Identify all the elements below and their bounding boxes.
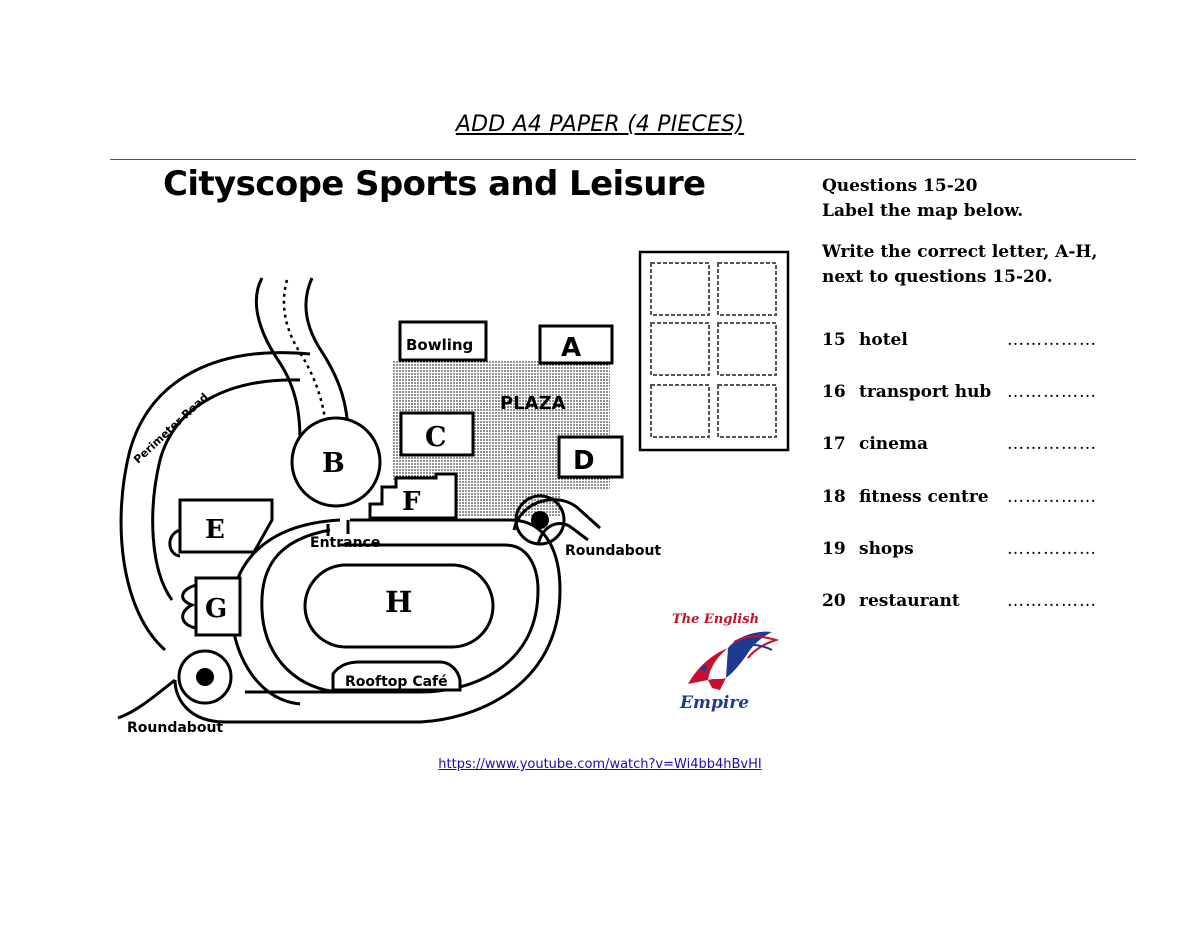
label-plaza: PLAZA: [500, 393, 566, 414]
logo-text-bottom: Empire: [679, 693, 749, 713]
main-loop-outer: [173, 518, 562, 724]
letter-f: F: [402, 487, 421, 517]
eagle-icon: [688, 631, 780, 690]
question-item: 16 transport hub ……………: [822, 382, 1122, 406]
roundabout-left: [196, 668, 214, 686]
youtube-link[interactable]: https://www.youtube.com/watch?v=Wi4bb4hB…: [438, 757, 762, 772]
question-number: 16: [822, 382, 846, 402]
questions-instruction-line2: next to questions 15-20.: [822, 267, 1053, 287]
questions-heading: Questions 15-20: [822, 176, 978, 196]
campus-map: Bowling A B C D E F G H PLAZA Perimeter …: [117, 250, 790, 736]
answer-blank[interactable]: ……………: [1007, 539, 1097, 559]
question-text: fitness centre: [859, 487, 989, 507]
page-title: ADD A4 PAPER (4 PIECES): [455, 112, 745, 137]
questions-intro: Questions 15-20 Label the map below. Wri…: [822, 174, 1097, 290]
letter-d: D: [573, 446, 595, 476]
answer-blank[interactable]: ……………: [1007, 434, 1097, 454]
label-entrance: Entrance: [310, 535, 380, 551]
question-text: hotel: [859, 330, 908, 350]
building-c: [399, 411, 475, 457]
building-b: [290, 416, 382, 508]
question-number: 19: [822, 539, 846, 559]
question-text: restaurant: [859, 591, 960, 611]
answer-blank[interactable]: ……………: [1007, 487, 1097, 507]
label-bowling: Bowling: [406, 336, 473, 354]
question-text: transport hub: [859, 382, 992, 402]
question-number: 17: [822, 434, 846, 454]
building-rooftop-cafe: [331, 660, 462, 692]
building-e: [178, 498, 274, 554]
label-roundabout-left: Roundabout: [127, 720, 223, 736]
logo-text-top: The English: [672, 612, 759, 627]
question-item: 20 restaurant ……………: [822, 591, 1122, 615]
answer-blank[interactable]: ……………: [1007, 382, 1097, 402]
letter-h: H: [385, 585, 412, 619]
questions-instruction-line1: Write the correct letter, A-H,: [822, 242, 1098, 262]
question-number: 18: [822, 487, 846, 507]
building-f: [368, 472, 458, 520]
question-number: 20: [822, 591, 846, 611]
label-rooftop-cafe: Rooftop Café: [345, 674, 448, 690]
question-text: shops: [859, 539, 914, 559]
building-h: [303, 563, 495, 649]
question-number: 15: [822, 330, 846, 350]
letter-g: G: [205, 594, 227, 624]
question-item: 15 hotel ……………: [822, 330, 1122, 354]
letter-b: B: [322, 448, 345, 479]
map-title: Cityscope Sports and Leisure: [163, 164, 706, 204]
building-a: [538, 324, 614, 365]
header-divider: [110, 159, 1136, 160]
building-d: [557, 435, 624, 479]
winding-road: [254, 277, 302, 441]
english-empire-logo: The English Empire: [672, 612, 780, 713]
letter-e: E: [205, 515, 225, 545]
building-g: [194, 576, 242, 637]
label-roundabout-right: Roundabout: [565, 543, 661, 559]
answer-blank[interactable]: ……………: [1007, 330, 1097, 350]
perimeter-road: [119, 351, 311, 652]
answer-blank[interactable]: ……………: [1007, 591, 1097, 611]
question-text: cinema: [859, 434, 928, 454]
building-bowling: [398, 320, 488, 362]
question-item: 17 cinema ……………: [822, 434, 1122, 458]
letter-c: C: [425, 422, 447, 453]
letter-a: A: [561, 333, 581, 363]
label-perimeter-road: Perimeter Road: [131, 391, 211, 467]
question-item: 18 fitness centre ……………: [822, 487, 1122, 511]
question-item: 19 shops ……………: [822, 539, 1122, 563]
questions-instruction: Label the map below.: [822, 201, 1024, 221]
